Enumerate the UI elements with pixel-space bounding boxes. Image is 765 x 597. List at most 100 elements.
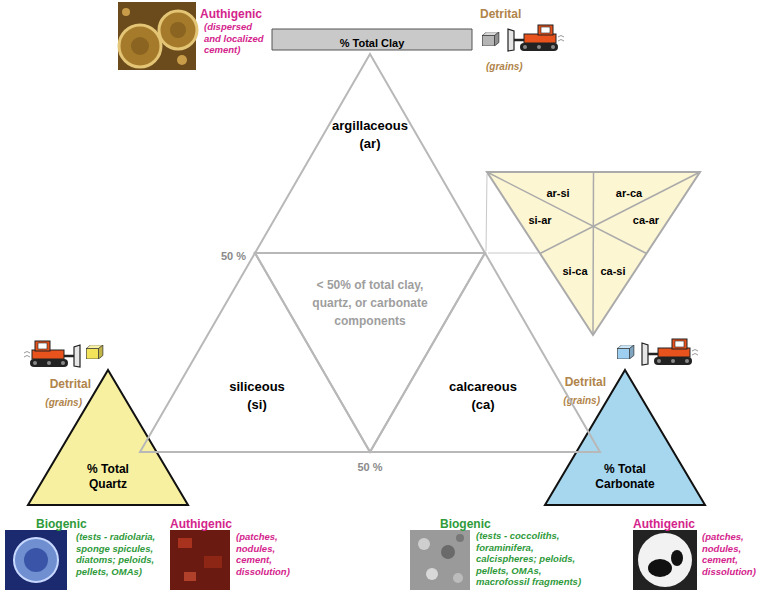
text-slot: % Total Carbonate bbox=[589, 462, 661, 492]
carbonate-grain-cube bbox=[617, 345, 634, 359]
radiolaria-photo bbox=[5, 530, 67, 590]
region-name: argillaceous bbox=[332, 118, 408, 134]
bar-label: % Total Clay bbox=[340, 37, 405, 50]
grain bbox=[122, 8, 130, 16]
region-triangle: argillaceous (ar) bbox=[255, 54, 485, 253]
region-name: siliceous bbox=[229, 379, 285, 395]
nodule bbox=[671, 550, 683, 566]
origin-note: (grains) bbox=[45, 397, 82, 409]
photo-ground bbox=[118, 2, 196, 70]
region-code: (ar) bbox=[360, 136, 381, 152]
origin-heading: Authigenic bbox=[633, 517, 695, 531]
coccolith bbox=[456, 534, 464, 542]
end-member-label: % Total Quartz bbox=[75, 462, 141, 492]
bulldozer-icon bbox=[642, 339, 698, 365]
origin-heading: Authigenic bbox=[170, 517, 232, 531]
origin-heading: Authigenic bbox=[200, 7, 262, 21]
region-triangle-shape bbox=[370, 253, 600, 452]
median-line bbox=[592, 172, 594, 335]
region-triangle-outline bbox=[255, 54, 485, 253]
label-slot: Authigenic bbox=[633, 514, 713, 532]
bulldozer-icon bbox=[24, 341, 80, 367]
label-slot: (grains) bbox=[22, 392, 82, 410]
region-code: (ca) bbox=[471, 397, 494, 413]
text-slot: ar-ca bbox=[609, 183, 649, 201]
text-slot: < 50% of total clay, quartz, or carbonat… bbox=[297, 276, 443, 330]
label-slot: Biogenic bbox=[440, 514, 520, 532]
origin-note: (grains) bbox=[486, 61, 523, 73]
radiolarian bbox=[14, 538, 58, 582]
sector-code: si-ar bbox=[528, 214, 551, 227]
text-slot: ca-ar bbox=[626, 210, 666, 228]
text-slot: si-ar bbox=[520, 210, 560, 228]
label-slot: Detrital bbox=[536, 372, 606, 390]
text-slot: si-ca bbox=[555, 261, 595, 279]
text-slot: (ca) bbox=[453, 395, 513, 413]
region-triangle-shape bbox=[140, 253, 370, 452]
origin-note: (tests - coccoliths, foraminifera, calci… bbox=[476, 530, 594, 588]
origin-note: (patches, nodules, cement, dissolution) bbox=[702, 531, 760, 577]
label-slot: (dispersed and localized cement) bbox=[204, 21, 268, 57]
text-slot: (ar) bbox=[340, 134, 400, 152]
clay-photo bbox=[118, 2, 197, 70]
grain bbox=[177, 55, 187, 65]
radiolarian-core bbox=[24, 548, 48, 572]
text-slot: ar-si bbox=[538, 183, 578, 201]
ooid-core bbox=[170, 22, 186, 38]
region-name: calcareous bbox=[449, 379, 517, 395]
median-line bbox=[487, 172, 647, 254]
coccolith bbox=[453, 573, 463, 583]
sector-code: ar-ca bbox=[616, 187, 642, 200]
text-slot: argillaceous bbox=[320, 116, 420, 134]
origin-note: (dispersed and localized cement) bbox=[204, 21, 268, 56]
sector-code: ca-si bbox=[600, 265, 625, 278]
label-slot: Biogenic bbox=[36, 514, 116, 532]
coccolith bbox=[441, 545, 455, 559]
origin-note: (patches, nodules, cement, dissolution) bbox=[236, 531, 298, 577]
ooid-core bbox=[131, 37, 149, 55]
photo-ground bbox=[170, 530, 230, 590]
nodule bbox=[648, 559, 672, 577]
label-slot: (patches, nodules, cement, dissolution) bbox=[236, 531, 298, 579]
region-triangle-outline bbox=[370, 253, 600, 452]
bulldozer-icon bbox=[508, 25, 564, 51]
sector-code: ar-si bbox=[546, 187, 569, 200]
label-slot: 50 % bbox=[350, 457, 390, 475]
region-triangle: calcareous (ca) bbox=[370, 253, 600, 452]
label-slot: Authigenic bbox=[200, 4, 280, 22]
region-triangle-shape bbox=[255, 54, 485, 253]
region-code: (si) bbox=[247, 397, 267, 413]
label-slot: Detrital bbox=[480, 4, 560, 22]
region-note: < 50% of total clay, quartz, or carbonat… bbox=[297, 276, 443, 330]
patch bbox=[178, 538, 192, 548]
ooid bbox=[159, 11, 197, 49]
clay-grain-cube bbox=[482, 32, 499, 46]
patch bbox=[184, 572, 196, 581]
bulldozer-icon bbox=[24, 341, 80, 367]
chert-photo bbox=[170, 530, 230, 590]
sector-code: si-ca bbox=[562, 265, 587, 278]
median-line bbox=[540, 172, 700, 254]
end-member-label: % Total Carbonate bbox=[589, 462, 661, 492]
region-triangle: siliceous (si) bbox=[140, 253, 370, 452]
photo-ground bbox=[410, 530, 470, 590]
photo-ground bbox=[5, 530, 67, 590]
label-slot: (grains) bbox=[486, 56, 546, 74]
coccolith bbox=[426, 568, 438, 580]
text-slot: calcareous bbox=[433, 377, 533, 395]
origin-heading: Detrital bbox=[565, 375, 606, 389]
origin-heading: Detrital bbox=[480, 7, 521, 21]
label-slot: Detrital bbox=[21, 374, 91, 392]
clay-bar: % Total Clay bbox=[272, 29, 472, 50]
percent-mark: 50 % bbox=[221, 250, 246, 263]
text-slot: % Total Quartz bbox=[75, 462, 141, 492]
coccolith bbox=[418, 538, 430, 550]
pointer-line bbox=[488, 253, 538, 254]
percent-mark: 50 % bbox=[357, 461, 382, 474]
region-triangle-shape bbox=[255, 253, 485, 452]
label-slot: (tests - coccoliths, foraminifera, calci… bbox=[476, 530, 594, 589]
pointer-line bbox=[486, 174, 487, 251]
origin-note: (tests - radiolaria, sponge spicules, di… bbox=[76, 531, 166, 577]
origin-heading: Biogenic bbox=[36, 517, 87, 531]
